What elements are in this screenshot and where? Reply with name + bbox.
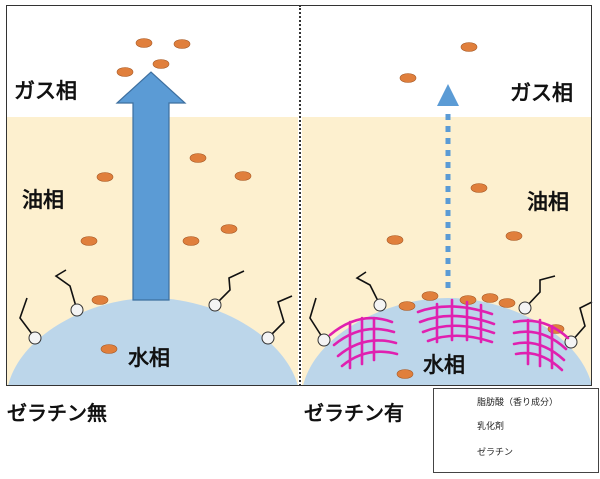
fatty-acid-droplet bbox=[80, 236, 98, 246]
emulsifier-head bbox=[261, 331, 275, 345]
emulsifier-tail bbox=[570, 301, 593, 343]
emulsifier-tail bbox=[19, 297, 36, 339]
water-phase-label-left: 水相 bbox=[128, 346, 170, 370]
fatty-acid-droplet bbox=[220, 224, 238, 234]
water-phase-dome bbox=[8, 298, 298, 386]
fatty-acid-droplet bbox=[398, 301, 416, 311]
legend-gelatin-label: ゼラチン bbox=[477, 448, 514, 458]
emulsifier-tail bbox=[267, 295, 293, 339]
legend-box: 脂肪酸（香り成分） 乳化剤 ゼラチン bbox=[433, 388, 599, 473]
emulsifier-tail bbox=[309, 297, 325, 341]
fatty-acid-droplet bbox=[91, 295, 109, 305]
fatty-acid-droplet bbox=[152, 59, 170, 69]
emulsifier-head bbox=[208, 298, 222, 312]
emulsifier-tail bbox=[214, 270, 245, 306]
fatty-acid-droplet bbox=[116, 67, 134, 77]
oil-phase-label-left: 油相 bbox=[22, 188, 64, 212]
panel-divider bbox=[299, 5, 301, 386]
fatty-acid-droplet bbox=[460, 42, 478, 52]
fatty-acid-droplet bbox=[505, 231, 523, 241]
gelatin-network bbox=[328, 316, 399, 370]
gelatin-network bbox=[512, 318, 570, 372]
fatty-acid-droplet bbox=[189, 153, 207, 163]
caption-without-gelatin: ゼラチン無 bbox=[7, 401, 107, 425]
fatty-acid-droplet bbox=[135, 38, 153, 48]
gas-phase-label-right: ガス相 bbox=[510, 81, 573, 105]
emulsifier-head bbox=[70, 303, 84, 317]
reduced-release-arrowhead bbox=[437, 84, 459, 106]
fatty-acid-droplet bbox=[498, 298, 516, 308]
fatty-acid-droplet bbox=[100, 344, 118, 354]
emulsifier-tail bbox=[524, 275, 556, 309]
fatty-acid-droplet bbox=[182, 236, 200, 246]
emulsifier-head bbox=[317, 333, 331, 347]
fatty-acid-droplet bbox=[421, 291, 439, 301]
legend-emulsifier-label: 乳化剤 bbox=[477, 422, 505, 432]
fatty-acid-droplet bbox=[396, 369, 414, 379]
fatty-acid-droplet bbox=[96, 172, 114, 182]
water-phase-label-right: 水相 bbox=[423, 353, 465, 377]
emulsifier-head bbox=[518, 301, 532, 315]
large-release-arrow bbox=[115, 71, 187, 301]
gas-phase-label-left: ガス相 bbox=[14, 79, 77, 103]
fatty-acid-droplet bbox=[399, 73, 417, 83]
emulsifier-tail bbox=[54, 269, 78, 311]
emulsifier-tail bbox=[355, 271, 381, 306]
fatty-acid-droplet bbox=[386, 235, 404, 245]
fatty-acid-droplet bbox=[481, 293, 499, 303]
gelatin-network bbox=[416, 298, 496, 344]
fatty-acid-droplet bbox=[470, 183, 488, 193]
fatty-acid-droplet bbox=[173, 39, 191, 49]
caption-with-gelatin: ゼラチン有 bbox=[304, 401, 404, 425]
emulsifier-head bbox=[373, 298, 387, 312]
emulsifier-head bbox=[28, 331, 42, 345]
oil-phase-label-right: 油相 bbox=[527, 190, 569, 214]
fatty-acid-droplet bbox=[234, 171, 252, 181]
legend-fatty-acid-label: 脂肪酸（香り成分） bbox=[477, 398, 559, 408]
